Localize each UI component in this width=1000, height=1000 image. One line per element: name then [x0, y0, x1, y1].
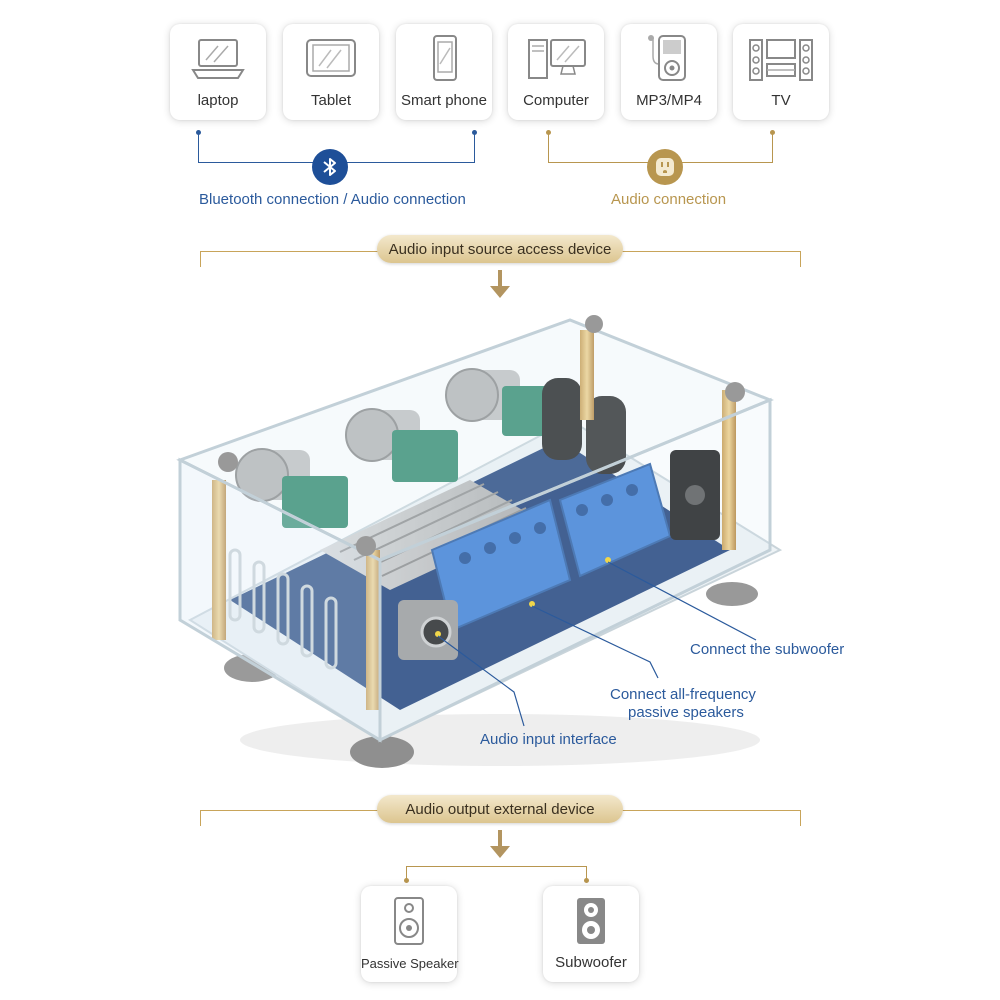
output-label: Passive Speaker [361, 956, 459, 971]
audio-outlet-icon [647, 149, 683, 185]
tablet-icon [283, 34, 379, 88]
subwoofer-callout: Connect the subwoofer [690, 641, 845, 658]
source-label: Tablet [310, 92, 352, 109]
source-card-laptop: laptop [170, 24, 266, 120]
connector-line [772, 133, 773, 163]
connector-line [406, 866, 587, 867]
connector-line [474, 133, 475, 163]
down-arrow-icon [488, 270, 512, 300]
speakers-callout-line1: Connect all-frequency [610, 686, 756, 703]
audio-connection-label: Audio connection [611, 191, 727, 208]
connector-line [406, 866, 407, 880]
output-section-title: Audio output external device [377, 795, 623, 823]
input-section-title: Audio input source access device [377, 235, 623, 263]
bluetooth-connection-label: Bluetooth connection / Audio connection [199, 191, 466, 208]
source-card-computer: Computer [508, 24, 604, 120]
laptop-icon [170, 34, 266, 88]
connector-line [198, 133, 199, 163]
connector-dot [472, 130, 477, 135]
connector-dot [196, 130, 201, 135]
source-card-tablet: Tablet [283, 24, 379, 120]
passive-speaker-icon [361, 896, 457, 950]
input-interface-callout: Audio input interface [480, 731, 617, 748]
connector-line [548, 133, 549, 163]
connector-dot [584, 878, 589, 883]
source-label: MP3/MP4 [636, 92, 702, 109]
down-arrow-icon [488, 830, 512, 860]
source-label: Computer [523, 92, 589, 109]
smartphone-icon [396, 34, 492, 88]
bluetooth-icon [312, 149, 348, 185]
output-label: Subwoofer [555, 954, 627, 971]
source-card-mp3: MP3/MP4 [621, 24, 717, 120]
source-label: TV [771, 92, 791, 109]
connector-dot [404, 878, 409, 883]
mp3-player-icon [621, 34, 717, 88]
computer-icon [508, 34, 604, 88]
source-label: Smart phone [401, 92, 487, 109]
connector-dot [546, 130, 551, 135]
source-card-tv: TV [733, 24, 829, 120]
subwoofer-icon [543, 896, 639, 950]
connector-dot [770, 130, 775, 135]
output-card-subwoofer: Subwoofer [543, 886, 639, 982]
connector-line [586, 866, 587, 880]
speakers-callout-line2: passive speakers [628, 704, 744, 721]
output-card-passive-speaker: Passive Speaker [361, 886, 459, 982]
source-card-smartphone: Smart phone [396, 24, 492, 120]
source-label: laptop [197, 92, 239, 109]
amplifier-board-image [170, 300, 800, 780]
home-theater-icon [733, 34, 829, 88]
